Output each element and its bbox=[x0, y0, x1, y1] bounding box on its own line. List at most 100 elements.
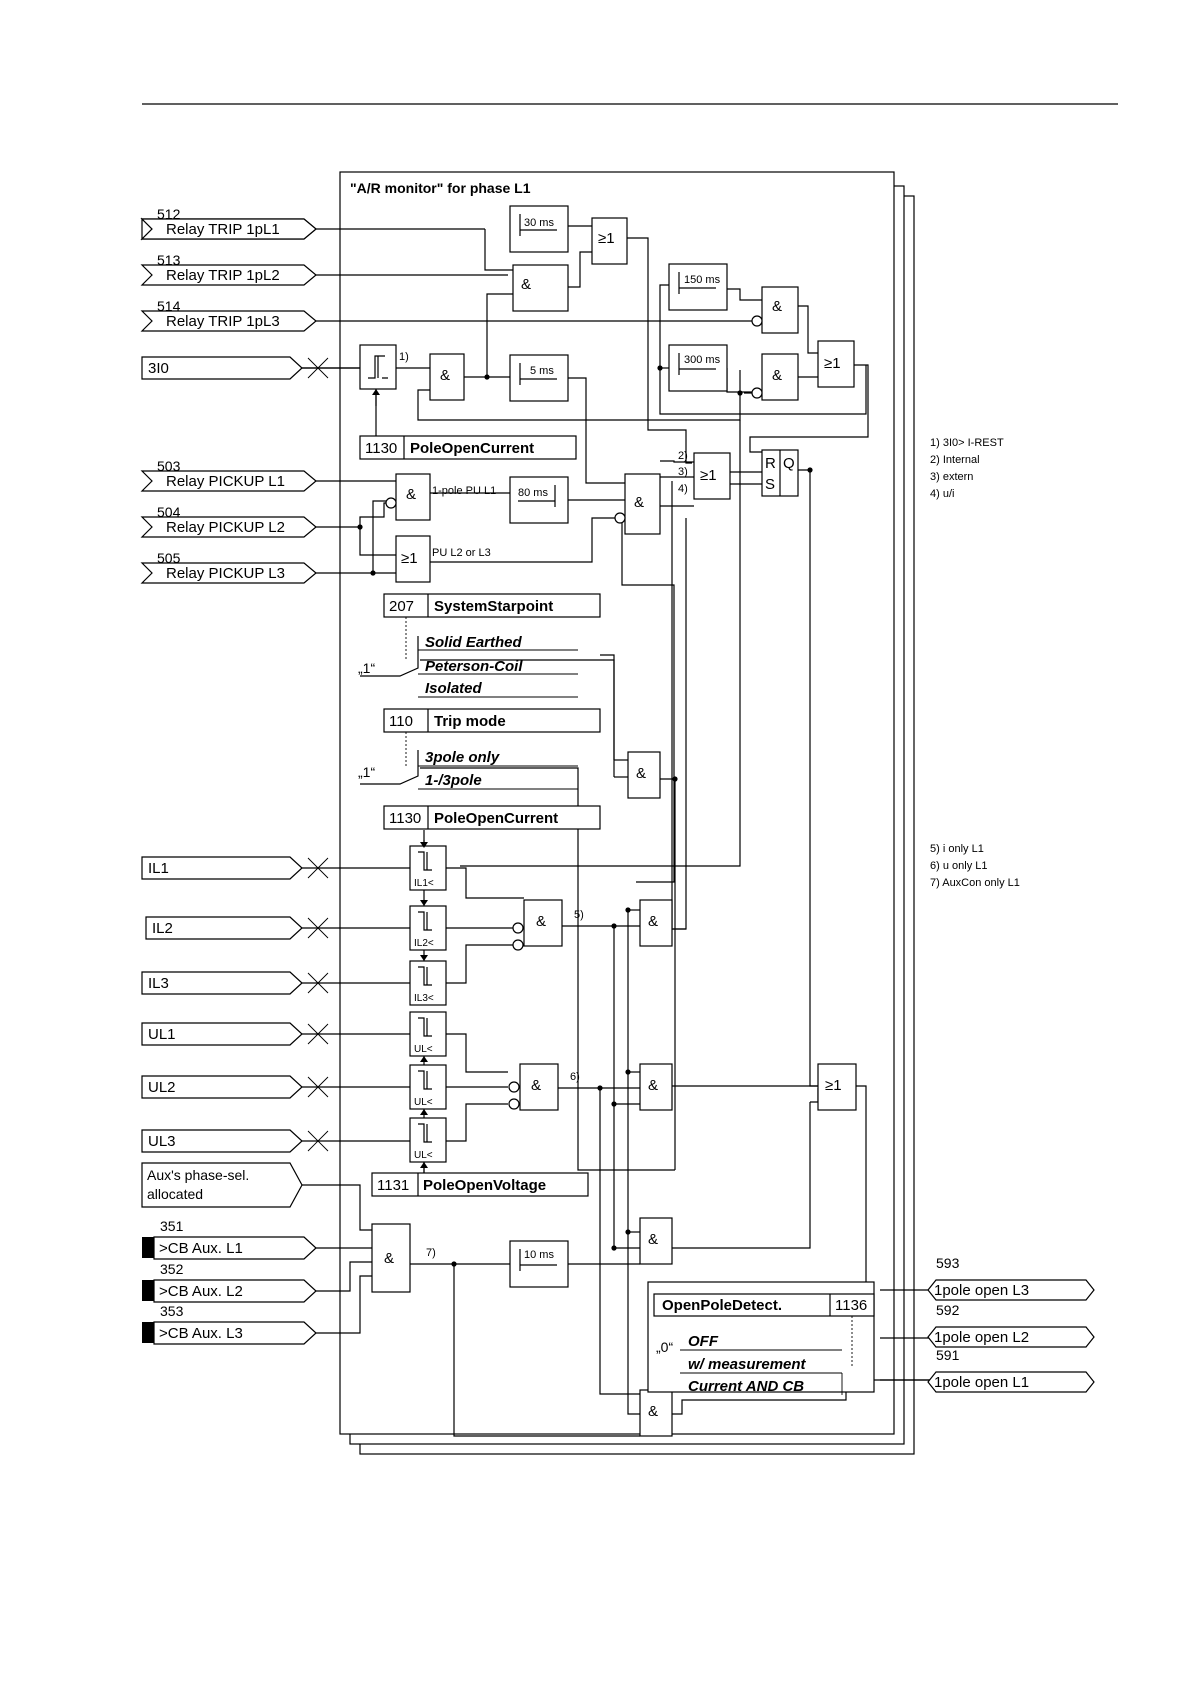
svg-text:1pole open L2: 1pole open L2 bbox=[934, 1329, 1029, 1346]
comparator-arrows bbox=[372, 389, 428, 1176]
svg-text:1130: 1130 bbox=[365, 440, 397, 457]
svg-text:Trip mode: Trip mode bbox=[434, 713, 506, 730]
svg-text:Isolated: Isolated bbox=[425, 680, 483, 697]
svg-text:SystemStarpoint: SystemStarpoint bbox=[434, 598, 553, 615]
svg-text:&: & bbox=[406, 486, 416, 503]
and-gate-5: & bbox=[385, 473, 431, 521]
comparator-il1: IL1< bbox=[409, 845, 447, 891]
aux-line-1: Aux's phase-sel. bbox=[147, 1167, 249, 1183]
param-open-pole-detect: OpenPoleDetect. 1136 OFF w/ measurement … bbox=[647, 1281, 875, 1395]
timer-10ms: 10 ms bbox=[509, 1240, 569, 1288]
and-gate-10: & bbox=[508, 1063, 559, 1111]
comparator-3i0 bbox=[359, 344, 397, 390]
svg-text:IL3<: IL3< bbox=[414, 993, 434, 1004]
svg-text:PoleOpenCurrent: PoleOpenCurrent bbox=[410, 440, 534, 457]
aux-line-2: allocated bbox=[147, 1186, 203, 1202]
svg-text:80 ms: 80 ms bbox=[518, 487, 548, 499]
svg-text:Relay TRIP 1pL2: Relay TRIP 1pL2 bbox=[166, 267, 280, 284]
and-gate-2: & bbox=[429, 353, 465, 401]
svg-text:>CB Aux. L1: >CB Aux. L1 bbox=[159, 1240, 243, 1257]
svg-text:5 ms: 5 ms bbox=[530, 365, 554, 377]
output-591: 591 1pole open L1 bbox=[927, 1347, 1095, 1393]
svg-text:&: & bbox=[634, 494, 644, 511]
comparator-ul2: UL< bbox=[409, 1064, 447, 1110]
svg-text:&: & bbox=[521, 276, 531, 293]
svg-text:OFF: OFF bbox=[688, 1333, 719, 1350]
svg-text:&: & bbox=[440, 367, 450, 384]
output-593: 593 1pole open L3 bbox=[927, 1255, 1095, 1301]
notes-footnotes-1: 1) 3I0> I-REST 2) Internal 3) extern 4) … bbox=[930, 437, 1004, 500]
svg-text:Solid Earthed: Solid Earthed bbox=[425, 634, 523, 651]
frame-l1 bbox=[339, 171, 895, 1435]
comparator-il2: IL2< bbox=[409, 905, 447, 951]
svg-text:≥1: ≥1 bbox=[598, 230, 615, 247]
pickup-input-503: 503 Relay PICKUP L1 bbox=[140, 458, 317, 492]
svg-text:&: & bbox=[648, 1403, 658, 1420]
mark-7: 7) bbox=[426, 1247, 436, 1259]
svg-text:150 ms: 150 ms bbox=[684, 274, 721, 286]
svg-text:Q: Q bbox=[783, 455, 795, 472]
input-il2: IL2 bbox=[145, 916, 329, 940]
signal-pu-l2-l3: PU L2 or L3 bbox=[432, 547, 491, 559]
svg-text:R: R bbox=[765, 455, 776, 472]
svg-text:Current AND CB: Current AND CB bbox=[688, 1378, 804, 1395]
svg-text:30 ms: 30 ms bbox=[524, 217, 554, 229]
rs-flipflop: R Q S bbox=[761, 449, 799, 497]
junction-dots bbox=[357, 365, 813, 1267]
svg-text:≥1: ≥1 bbox=[824, 355, 841, 372]
cb-input-352: 352 >CB Aux. L2 bbox=[142, 1261, 317, 1303]
timer-80ms: 80 ms bbox=[509, 476, 569, 524]
svg-text:&: & bbox=[636, 765, 646, 782]
svg-text:1131: 1131 bbox=[377, 1177, 409, 1194]
svg-text:>CB Aux. L3: >CB Aux. L3 bbox=[159, 1325, 243, 1342]
and-gate-6: & bbox=[614, 473, 661, 535]
param-pole-open-voltage: 1131 PoleOpenVoltage bbox=[371, 1172, 589, 1197]
and-gate-1: & bbox=[512, 264, 569, 312]
or-gate-2: ≥1 bbox=[817, 340, 855, 388]
svg-text:UL1: UL1 bbox=[148, 1026, 176, 1043]
svg-text:Relay TRIP 1pL3: Relay TRIP 1pL3 bbox=[166, 313, 280, 330]
svg-text:OpenPoleDetect.: OpenPoleDetect. bbox=[662, 1297, 782, 1314]
svg-text:≥1: ≥1 bbox=[401, 550, 418, 567]
svg-text:IL1<: IL1< bbox=[414, 878, 434, 889]
svg-text:1pole open L3: 1pole open L3 bbox=[934, 1282, 1029, 1299]
svg-text:IL2<: IL2< bbox=[414, 938, 434, 949]
comparator-ul3: UL< bbox=[409, 1117, 447, 1163]
cb-input-353: 353 >CB Aux. L3 bbox=[142, 1303, 317, 1345]
svg-text:Aux's phase-sel. allocated: Aux's phase-sel. allocated bbox=[147, 1167, 253, 1202]
svg-text:&: & bbox=[384, 1250, 394, 1267]
svg-text:PoleOpenVoltage: PoleOpenVoltage bbox=[423, 1177, 546, 1194]
param-pole-open-current-2: 1130 PoleOpenCurrent bbox=[383, 805, 601, 830]
pickup-input-504: 504 Relay PICKUP L2 bbox=[140, 504, 317, 538]
and-gate-11: & bbox=[639, 1063, 673, 1111]
and-gate-4: & bbox=[751, 353, 799, 401]
svg-text:505: 505 bbox=[157, 550, 181, 566]
timer-30ms: 30 ms bbox=[509, 205, 569, 253]
timer-5ms: 5 ms bbox=[509, 354, 569, 402]
svg-text:351: 351 bbox=[160, 1218, 184, 1234]
comparator-il3: IL3< bbox=[409, 960, 447, 1006]
svg-text:1136: 1136 bbox=[835, 1297, 867, 1314]
mark-4: 4) bbox=[678, 483, 688, 495]
input-ul3: UL3 bbox=[141, 1129, 329, 1153]
svg-text:352: 352 bbox=[160, 1261, 184, 1277]
svg-text:&: & bbox=[772, 367, 782, 384]
input-3i0: 3I0 bbox=[141, 356, 360, 380]
svg-text:Relay PICKUP L2: Relay PICKUP L2 bbox=[166, 519, 285, 536]
comparator-ul1: UL< bbox=[409, 1011, 447, 1057]
svg-text:512: 512 bbox=[157, 206, 181, 222]
svg-text:UL3: UL3 bbox=[148, 1133, 176, 1150]
output-592: 592 1pole open L2 bbox=[927, 1302, 1095, 1348]
svg-text:IL1: IL1 bbox=[148, 860, 169, 877]
svg-text:5) i only L1: 5) i only L1 bbox=[930, 843, 984, 855]
trip-input-512-shape bbox=[140, 218, 317, 240]
svg-text:&: & bbox=[648, 1231, 658, 1248]
svg-text:UL2: UL2 bbox=[148, 1079, 176, 1096]
svg-text:7) AuxCon only L1: 7) AuxCon only L1 bbox=[930, 877, 1020, 889]
timer-150ms: 150 ms bbox=[668, 263, 728, 311]
svg-text:3I0: 3I0 bbox=[148, 360, 169, 377]
svg-text:„1“: „1“ bbox=[358, 764, 375, 780]
svg-text:593: 593 bbox=[936, 1255, 960, 1271]
svg-text:PoleOpenCurrent: PoleOpenCurrent bbox=[434, 810, 558, 827]
input-ul1: UL1 bbox=[141, 1022, 329, 1046]
